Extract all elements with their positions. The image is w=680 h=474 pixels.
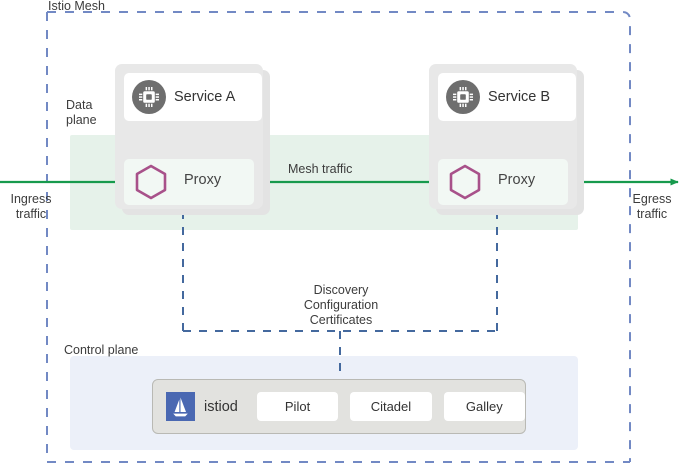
control-plane-label: Control plane — [64, 343, 139, 357]
proxy-a-label: Proxy — [184, 172, 222, 188]
egress-traffic-label: Egress traffic — [632, 192, 672, 221]
istiod-container[interactable]: istiod Pilot Citadel Galley — [152, 379, 526, 434]
service-a-card[interactable]: Service A — [124, 73, 262, 121]
proxy-a-card[interactable]: Proxy — [124, 159, 254, 205]
proxy-b-card[interactable]: Proxy — [438, 159, 568, 205]
service-b-card[interactable]: Service B — [438, 73, 576, 121]
discovery-configuration-certificates-label: Discovery Configuration Certificates — [303, 283, 379, 327]
istio-mesh-boundary — [47, 11, 631, 462]
component-citadel[interactable]: Citadel — [350, 392, 432, 421]
component-pilot[interactable]: Pilot — [256, 392, 339, 421]
mesh-traffic-label: Mesh traffic — [288, 162, 353, 176]
hexagon-icon — [133, 163, 169, 201]
proxy-b-label: Proxy — [498, 172, 536, 188]
service-b-label: Service B — [488, 89, 551, 105]
mesh-title: Istio Mesh — [48, 0, 105, 13]
istiod-label: istiod — [204, 398, 238, 415]
service-a-label: Service A — [174, 89, 236, 105]
istio-sail-icon — [166, 392, 195, 421]
chip-icon — [446, 80, 480, 114]
hexagon-icon — [447, 163, 483, 201]
data-plane-label: Data plane — [66, 98, 97, 127]
chip-icon — [132, 80, 166, 114]
component-galley[interactable]: Galley — [443, 392, 525, 421]
ingress-traffic-label: Ingress traffic — [10, 192, 52, 221]
